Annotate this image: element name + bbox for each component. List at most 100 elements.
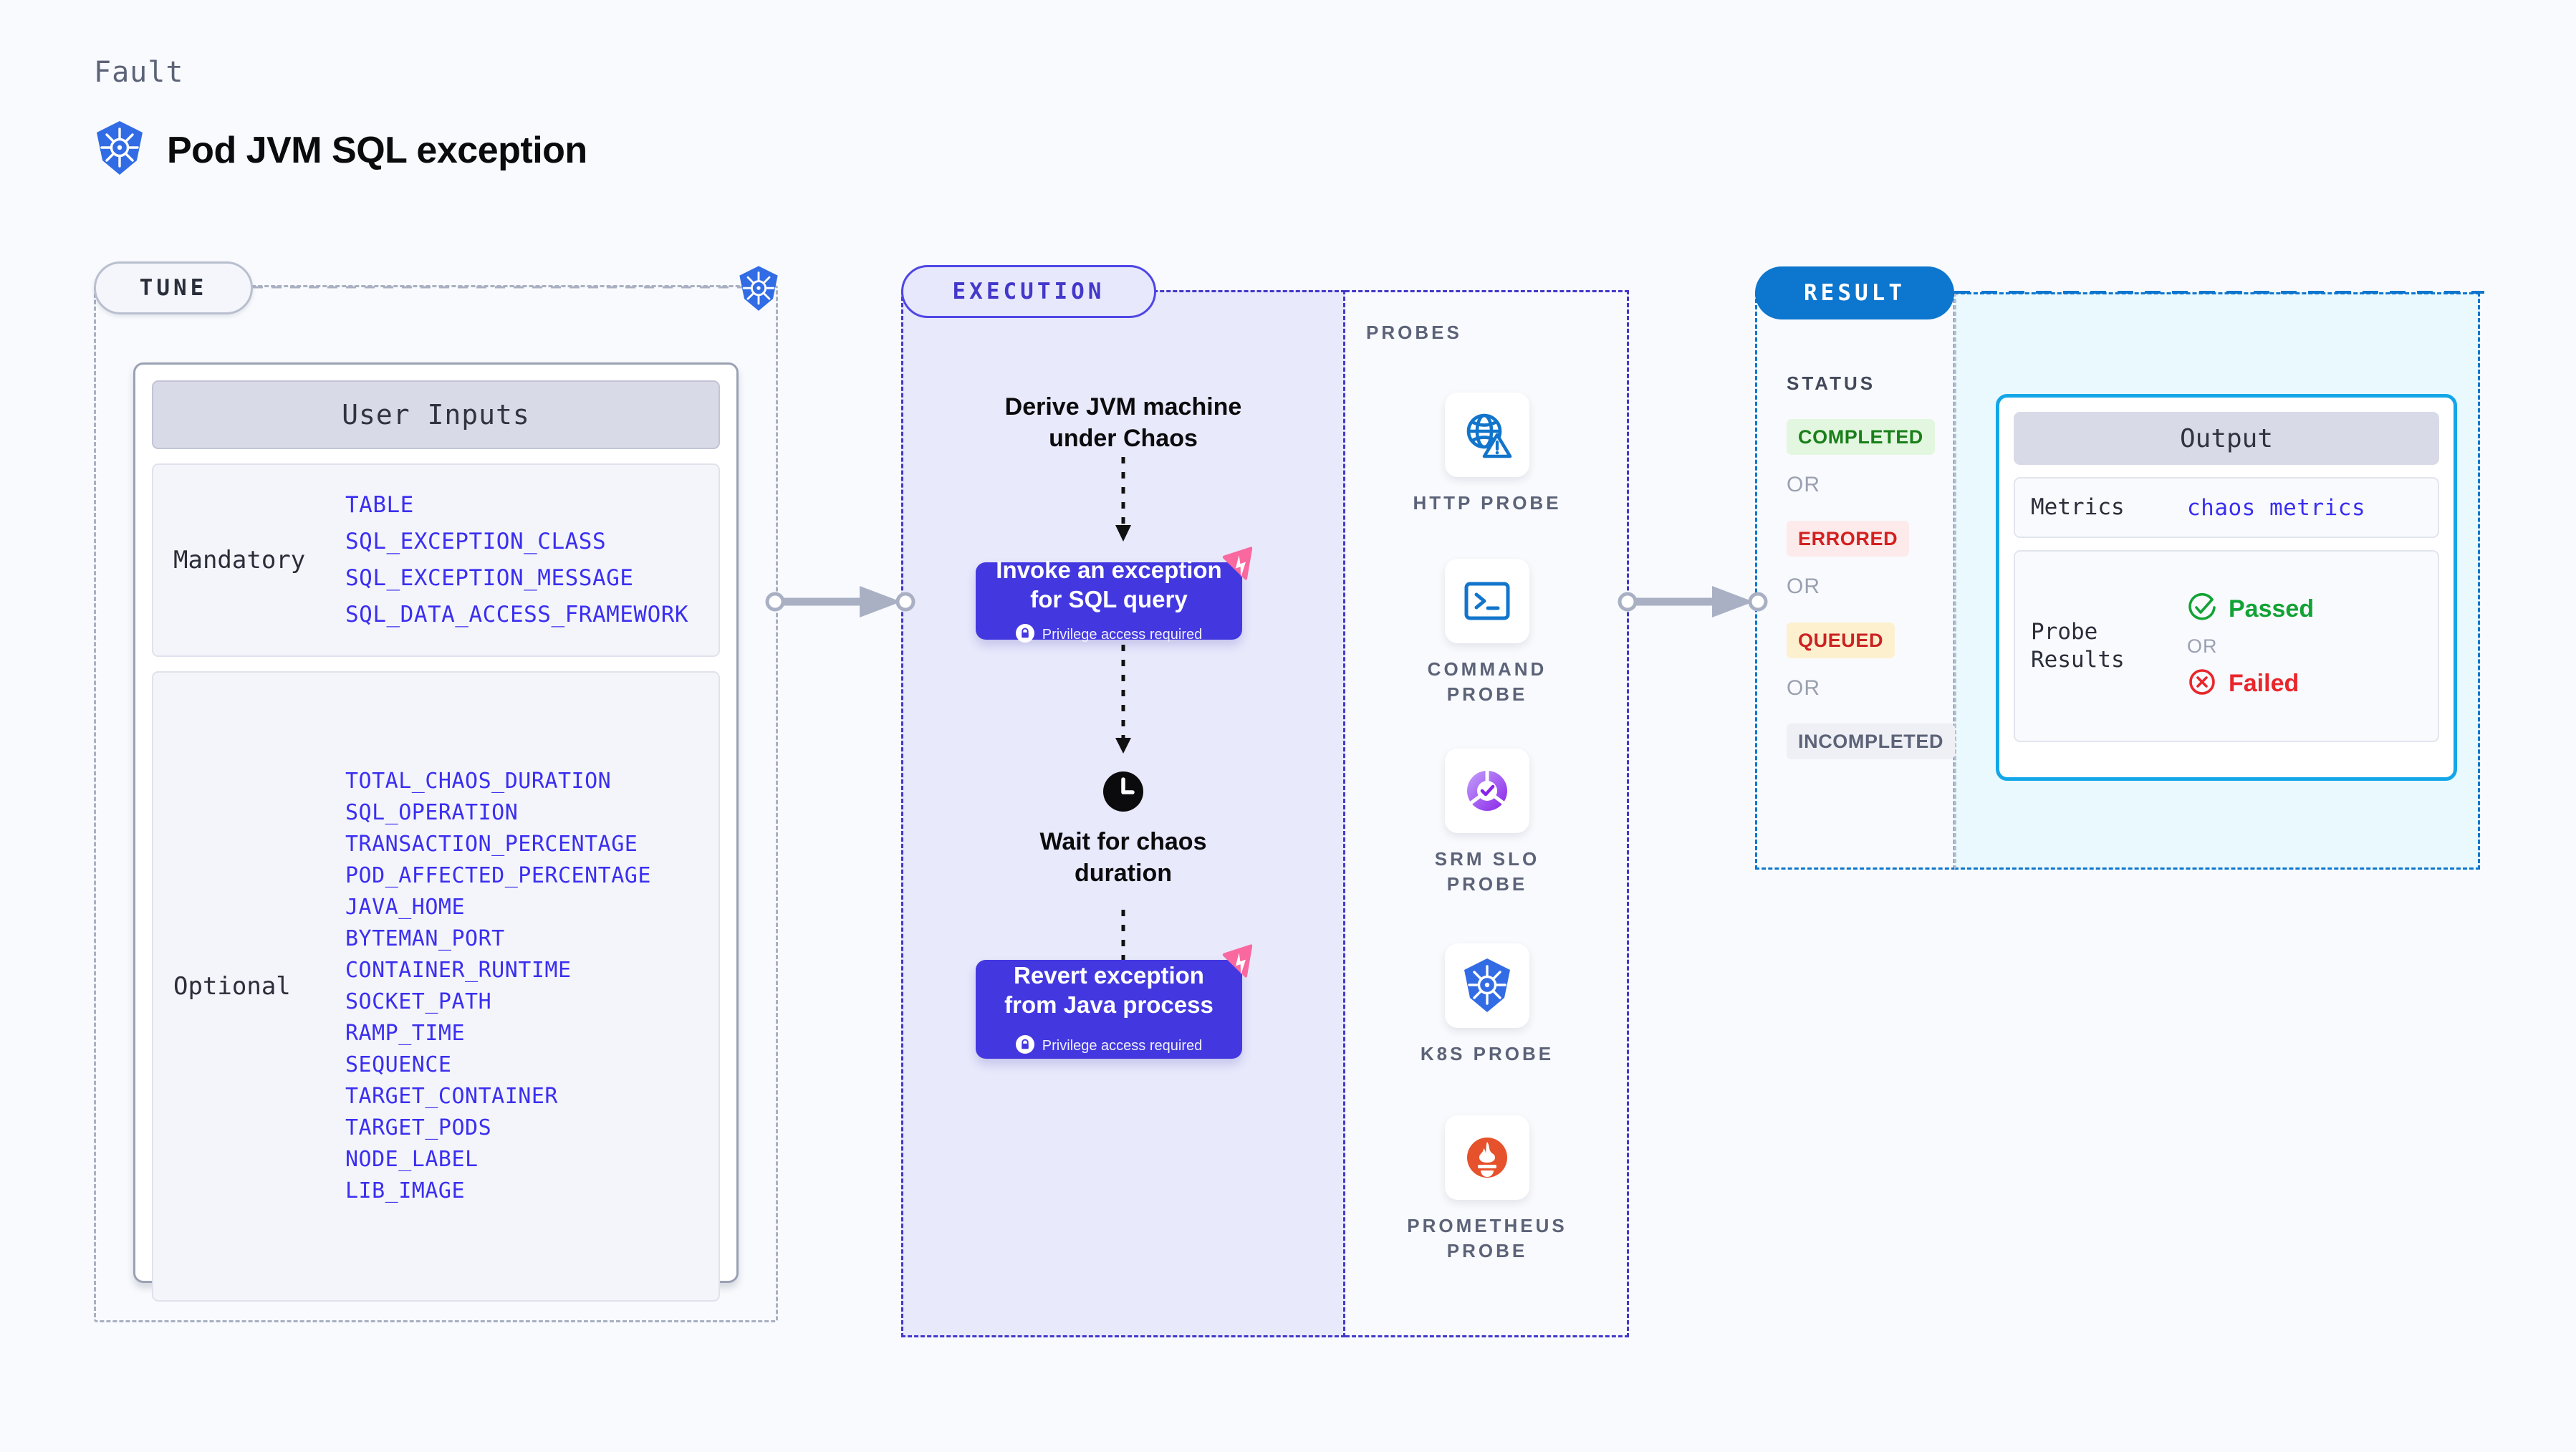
- invoke-title-l1: Invoke an exception: [996, 556, 1222, 583]
- revert-title-l2: from Java process: [1004, 991, 1213, 1018]
- litmus-chaos-icon: [1216, 544, 1261, 592]
- lock-icon: [1015, 624, 1034, 646]
- probe-label: PROMETHEUS PROBE: [1407, 1215, 1567, 1262]
- param-item[interactable]: SQL_EXCEPTION_MESSAGE: [345, 565, 634, 591]
- page-title: Pod JVM SQL exception: [167, 129, 587, 171]
- param-item[interactable]: TRANSACTION_PERCENTAGE: [345, 832, 638, 857]
- status-or-3: OR: [1787, 676, 1820, 700]
- probe-label: HTTP PROBE: [1413, 492, 1562, 514]
- srm-slo-icon: [1445, 749, 1529, 833]
- param-item[interactable]: LIB_IMAGE: [345, 1178, 466, 1203]
- execution-arrow-2: [1115, 645, 1131, 754]
- derive-line-2: under Chaos: [1049, 424, 1198, 452]
- privilege-note: Privilege access required: [1042, 1038, 1203, 1054]
- passed-label: Passed: [2229, 595, 2315, 622]
- tune-to-k8s-dashed-line: [253, 286, 754, 289]
- param-item[interactable]: SQL_EXCEPTION_CLASS: [345, 529, 607, 554]
- result-section-pill[interactable]: RESULT: [1755, 266, 1954, 319]
- probes-title: PROBES: [1366, 322, 1462, 343]
- x-circle-icon: [2187, 667, 2217, 701]
- output-card: Output Metrics chaos metrics Probe Resul…: [1996, 394, 2457, 781]
- probe-k8s[interactable]: K8S PROBE: [1345, 943, 1629, 1067]
- tune-section-pill[interactable]: TUNE: [94, 261, 253, 314]
- probe-results-label-l1: Probe: [2031, 619, 2098, 645]
- probe-label: SRM SLO PROBE: [1434, 848, 1540, 895]
- output-probe-results-row: Probe Results Passed OR: [2014, 550, 2439, 742]
- mandatory-params-group: Mandatory TABLE SQL_EXCEPTION_CLASS SQL_…: [152, 463, 720, 657]
- status-badge-incompleted: INCOMPLETED: [1787, 723, 1956, 759]
- kubernetes-icon: [94, 120, 145, 180]
- param-item[interactable]: SQL_OPERATION: [345, 800, 519, 825]
- param-item[interactable]: POD_AFFECTED_PERCENTAGE: [345, 863, 651, 888]
- mandatory-label: Mandatory: [173, 546, 306, 574]
- privilege-note: Privilege access required: [1042, 627, 1203, 643]
- param-item[interactable]: RAMP_TIME: [345, 1021, 466, 1046]
- probe-result-passed: Passed: [2187, 592, 2314, 626]
- fault-eyebrow-label: Fault: [94, 56, 184, 89]
- execution-node-revert-exception[interactable]: Revert exception from Java process Privi…: [976, 944, 1253, 1059]
- execution-container: [901, 290, 1345, 1337]
- probe-results-values: Passed OR Failed: [2187, 592, 2314, 701]
- probe-label: K8S PROBE: [1420, 1043, 1554, 1064]
- prometheus-icon: [1445, 1115, 1529, 1200]
- execution-section-pill[interactable]: EXECUTION: [901, 265, 1156, 318]
- derive-line-1: Derive JVM machine: [1004, 393, 1242, 420]
- result-status-container: [1755, 292, 1956, 870]
- probe-results-label-l2: Results: [2031, 647, 2125, 673]
- param-item[interactable]: SQL_DATA_ACCESS_FRAMEWORK: [345, 602, 689, 628]
- param-item[interactable]: TABLE: [345, 492, 414, 518]
- wait-line-1: Wait for chaos: [1039, 828, 1207, 855]
- param-item[interactable]: TARGET_CONTAINER: [345, 1084, 558, 1109]
- execution-wait-block: Wait for chaos duration: [901, 770, 1345, 889]
- user-inputs-card: User Inputs Mandatory TABLE SQL_EXCEPTIO…: [133, 362, 739, 1302]
- param-item[interactable]: CONTAINER_RUNTIME: [345, 958, 572, 983]
- mandatory-param-list: TABLE SQL_EXCEPTION_CLASS SQL_EXCEPTION_…: [345, 487, 688, 633]
- param-item[interactable]: JAVA_HOME: [345, 895, 466, 920]
- status-badge-queued: QUEUED: [1787, 622, 1895, 658]
- user-inputs-title: User Inputs: [152, 380, 720, 449]
- status-badge-completed: COMPLETED: [1787, 419, 1935, 455]
- probe-http[interactable]: HTTP PROBE: [1345, 393, 1629, 516]
- param-item[interactable]: SEQUENCE: [345, 1052, 452, 1077]
- revert-title-l1: Revert exception: [1014, 961, 1204, 989]
- probe-command[interactable]: COMMAND PROBE: [1345, 559, 1629, 707]
- globe-warning-icon: [1445, 393, 1529, 477]
- invoke-title-l2: for SQL query: [1030, 585, 1188, 612]
- check-circle-icon: [2187, 592, 2217, 626]
- tune-to-execution-arrow: [765, 586, 915, 617]
- optional-label: Optional: [173, 972, 291, 1001]
- output-title: Output: [2014, 412, 2439, 465]
- status-title: STATUS: [1787, 372, 1876, 394]
- invoke-node-title: Invoke an exception for SQL query: [977, 556, 1240, 615]
- output-metrics-row: Metrics chaos metrics: [2014, 477, 2439, 538]
- optional-param-list: TOTAL_CHAOS_DURATION SQL_OPERATION TRANS…: [345, 766, 651, 1207]
- param-item[interactable]: NODE_LABEL: [345, 1147, 479, 1172]
- probe-prometheus[interactable]: PROMETHEUS PROBE: [1345, 1115, 1629, 1264]
- wait-line-2: duration: [1075, 859, 1172, 887]
- page-title-row: Pod JVM SQL exception: [94, 120, 587, 180]
- probe-results-label: Probe Results: [2015, 618, 2187, 674]
- param-item[interactable]: SOCKET_PATH: [345, 989, 492, 1014]
- probe-label: COMMAND PROBE: [1427, 658, 1547, 706]
- param-item[interactable]: BYTEMAN_PORT: [345, 926, 505, 951]
- execution-arrow-1: [1115, 457, 1131, 542]
- tune-container: [94, 285, 778, 1322]
- execution-node-invoke-exception[interactable]: Invoke an exception for SQL query Privil…: [976, 547, 1253, 643]
- param-item[interactable]: TOTAL_CHAOS_DURATION: [345, 769, 612, 794]
- revert-node-title: Revert exception from Java process: [986, 961, 1232, 1020]
- execution-wait-text: Wait for chaos duration: [901, 827, 1345, 889]
- clock-icon: [1102, 770, 1145, 817]
- status-badge-errored: ERRORED: [1787, 521, 1910, 557]
- lock-icon: [1015, 1035, 1034, 1057]
- metrics-value[interactable]: chaos metrics: [2187, 494, 2366, 521]
- param-item[interactable]: TARGET_PODS: [345, 1115, 492, 1140]
- privilege-row: Privilege access required: [1015, 624, 1203, 646]
- probe-result-or: OR: [2187, 635, 2218, 657]
- terminal-icon: [1445, 559, 1529, 643]
- probe-srm-slo[interactable]: SRM SLO PROBE: [1345, 749, 1629, 897]
- status-or-1: OR: [1787, 473, 1820, 496]
- metrics-label: Metrics: [2031, 494, 2125, 521]
- probes-to-result-arrow: [1618, 586, 1768, 617]
- kubernetes-icon: [1445, 943, 1529, 1028]
